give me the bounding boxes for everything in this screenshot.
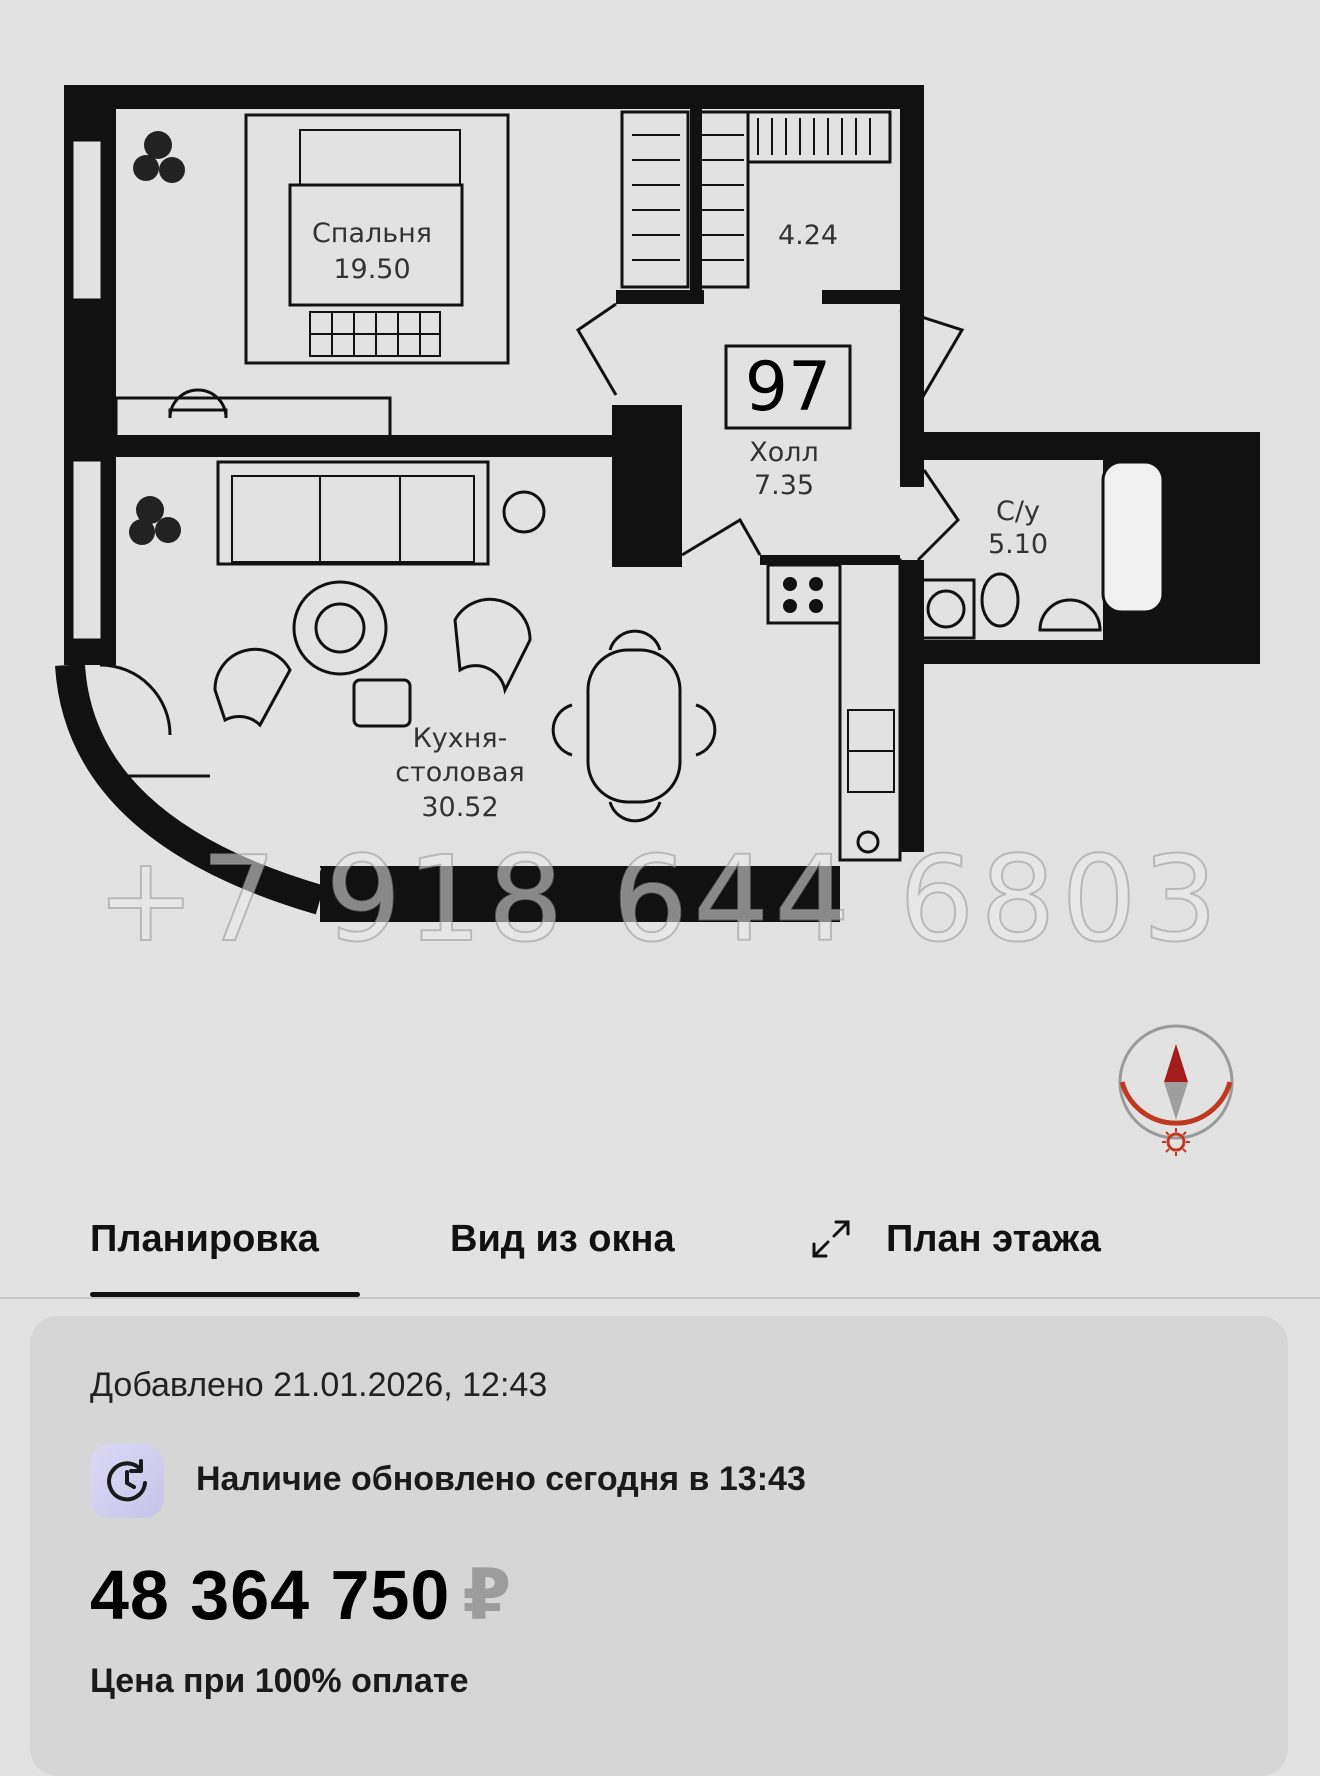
tab-layout[interactable]: Планировка xyxy=(90,1218,319,1260)
availability-status: Наличие обновлено сегодня в 13:43 xyxy=(196,1460,806,1498)
kitchen-label-line2: столовая xyxy=(395,757,525,788)
refresh-clock-icon xyxy=(90,1444,164,1518)
expand-icon[interactable] xyxy=(808,1216,854,1262)
floor-plan[interactable]: Спальня 19.50 4.24 97 Холл 7.35 С/у 5.10… xyxy=(0,0,1320,1180)
price-value: 48 364 750 xyxy=(90,1556,451,1634)
tabs-divider xyxy=(0,1297,1320,1299)
active-tab-indicator xyxy=(90,1292,360,1297)
apartment-number: 97 xyxy=(745,348,832,427)
bedroom-label: Спальня xyxy=(312,218,432,249)
hall-label: Холл xyxy=(749,437,819,468)
added-date: Добавлено 21.01.2026, 12:43 xyxy=(90,1366,548,1404)
kitchen-label-line1: Кухня- xyxy=(413,723,508,754)
bedroom-area: 19.50 xyxy=(333,254,410,285)
compass-icon xyxy=(1114,1020,1244,1160)
price-note: Цена при 100% оплате xyxy=(90,1662,469,1700)
hall-area: 7.35 xyxy=(754,470,814,501)
bathroom-label: С/у xyxy=(996,496,1040,527)
currency-symbol: ₽ xyxy=(462,1556,513,1634)
floor-plan-drawing: Спальня 19.50 4.24 97 Холл 7.35 С/у 5.10… xyxy=(55,85,1260,922)
tab-floor-plan[interactable]: План этажа xyxy=(886,1218,1101,1260)
tab-window-view[interactable]: Вид из окна xyxy=(450,1218,675,1260)
bathroom-area: 5.10 xyxy=(988,529,1048,560)
kitchen-area: 30.52 xyxy=(421,792,498,823)
listing-info-card: Добавлено 21.01.2026, 12:43 Наличие обно… xyxy=(30,1316,1288,1776)
storage-area: 4.24 xyxy=(778,220,838,251)
price: 48 364 750₽ xyxy=(90,1554,512,1636)
tab-bar: Планировка Вид из окна План этажа xyxy=(0,1210,1320,1300)
